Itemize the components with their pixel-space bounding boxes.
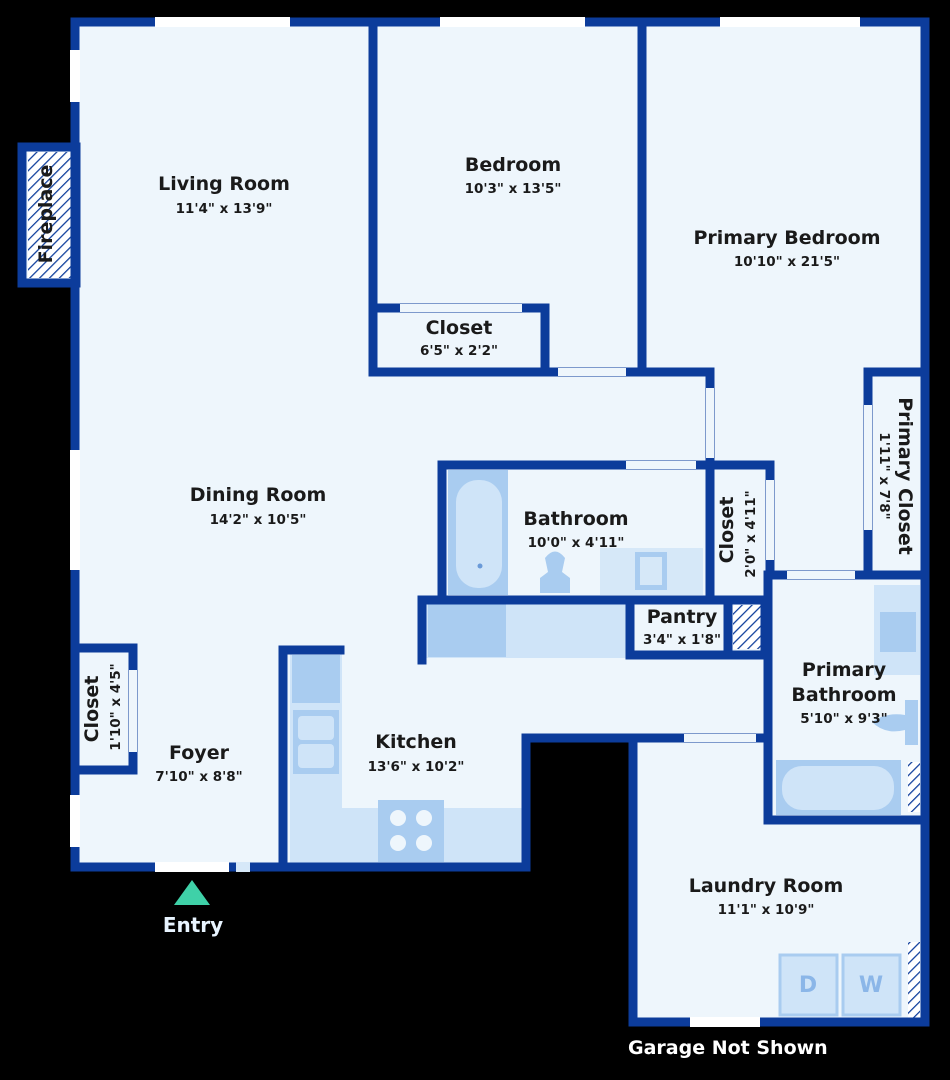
washer-label: W	[859, 973, 883, 998]
bedroom-name: Bedroom	[465, 154, 561, 176]
laundry-room-dims: 11'1" x 10'9"	[718, 902, 815, 918]
pantry-dims: 3'4" x 1'8"	[643, 632, 721, 648]
walls	[17, 17, 930, 1027]
washer-icon	[841, 953, 902, 1017]
kitchen-name: Kitchen	[375, 731, 457, 753]
primary-bedroom-dims: 10'10" x 21'5"	[734, 254, 840, 270]
fireplace-hatch	[28, 152, 72, 278]
dining-room-dims: 14'2" x 10'5"	[210, 512, 307, 528]
primary-bedroom-name: Primary Bedroom	[693, 227, 880, 249]
exterior-cutout	[526, 738, 630, 1080]
living-room-dims: 11'4" x 13'9"	[176, 201, 273, 217]
dryer-icon	[778, 953, 839, 1017]
door-primary-closet	[864, 405, 872, 530]
foyer-closet-dims: 1'10" x 4'5"	[108, 663, 124, 750]
living-room-name: Living Room	[158, 173, 290, 195]
primary-closet-dims: 1'11" x 7'8"	[876, 432, 892, 519]
primary-toilet-icon	[872, 700, 918, 745]
room-labels: Living Room 11'4" x 13'9" Bedroom 10'3" …	[35, 154, 916, 918]
door-hall-closet	[766, 480, 774, 560]
hatched-areas	[28, 152, 920, 1018]
dryer-label: D	[799, 973, 817, 998]
foyer-dims: 7'10" x 8'8"	[155, 769, 242, 785]
kitchen-dims: 13'6" x 10'2"	[368, 759, 465, 775]
bedroom-dims: 10'3" x 13'5"	[465, 181, 562, 197]
windows	[70, 17, 872, 1027]
garage-note: Garage Not Shown	[628, 1037, 828, 1059]
fixtures	[290, 470, 920, 1017]
primary-bathroom-name-1: Primary	[802, 659, 887, 681]
foyer-name: Foyer	[169, 742, 230, 764]
pantry-name: Pantry	[647, 606, 718, 628]
primary-closet-name: Primary Closet	[894, 397, 916, 555]
foyer-closet-name: Closet	[81, 676, 103, 743]
laundry-hatch	[908, 942, 920, 1018]
pantry-hatch	[733, 605, 761, 649]
hall-closet-name: Closet	[716, 497, 738, 564]
door-bedroom	[558, 368, 626, 376]
primary-bathroom-name-2: Bathroom	[791, 684, 896, 706]
entry-label: Entry	[162, 913, 224, 937]
bathroom-dims: 10'0" x 4'11"	[528, 535, 625, 551]
toilet-icon	[540, 551, 570, 593]
door-primary-bath	[787, 571, 855, 579]
door-foyer-closet	[129, 670, 137, 752]
bath-hatch	[908, 762, 920, 812]
door-hall	[706, 388, 714, 458]
entry-marker-icon	[174, 880, 210, 905]
primary-bathroom-dims: 5'10" x 9'3"	[800, 711, 887, 727]
door-bedroom-closet	[400, 304, 522, 312]
bedroom-closet-name: Closet	[426, 317, 493, 339]
door-laundry	[684, 734, 756, 742]
fireplace-name: Fireplace	[35, 165, 57, 264]
dining-room-name: Dining Room	[190, 484, 327, 506]
bedroom-closet-dims: 6'5" x 2'2"	[420, 343, 498, 359]
stove-icon	[378, 800, 444, 862]
bathroom-name: Bathroom	[523, 508, 628, 530]
hall-closet-dims: 2'0" x 4'11"	[743, 490, 759, 577]
door-bathroom	[626, 461, 696, 469]
laundry-room-name: Laundry Room	[689, 875, 844, 897]
